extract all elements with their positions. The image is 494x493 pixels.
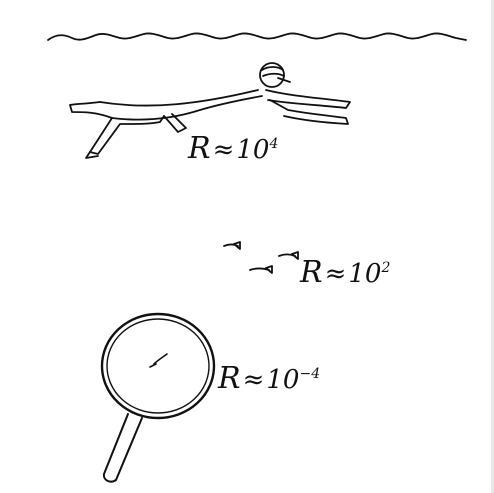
approx-sign: ≈ xyxy=(212,135,235,165)
swimmer-leg-lower xyxy=(89,115,165,155)
power-exponent: 2 xyxy=(381,260,391,276)
water-surface-line xyxy=(47,32,467,41)
swimmer-arm xyxy=(265,89,351,109)
swimmer-belly xyxy=(111,95,263,121)
fish-school xyxy=(223,241,299,274)
approx-sign: ≈ xyxy=(324,259,347,289)
magnifying-glass xyxy=(100,312,216,483)
swimmer-figure xyxy=(69,62,351,159)
power-exponent: −4 xyxy=(299,366,321,382)
reynolds-symbol: R xyxy=(218,361,241,396)
reynolds-label-microbe: R≈10−4 xyxy=(218,364,320,394)
magnifier-lens-inner xyxy=(106,318,210,414)
reynolds-symbol: R xyxy=(188,131,211,166)
fish-3 xyxy=(278,251,299,260)
magnifier-handle xyxy=(102,413,143,483)
microorganism xyxy=(149,353,168,368)
power-exponent: 4 xyxy=(269,136,279,152)
fish-2 xyxy=(249,265,273,274)
power-base: 10 xyxy=(266,365,300,395)
power-base: 10 xyxy=(236,135,270,165)
swimmer-leg-upper xyxy=(69,101,113,119)
magnifier-lens-outer xyxy=(100,312,216,420)
swimmer-back xyxy=(99,89,259,107)
page-edge xyxy=(491,0,494,493)
reynolds-label-swimmer: R≈104 xyxy=(188,134,278,164)
approx-sign: ≈ xyxy=(242,365,265,395)
power-base: 10 xyxy=(348,259,382,289)
reynolds-label-fish: R≈102 xyxy=(300,258,390,288)
fish-1 xyxy=(223,241,241,250)
reynolds-symbol: R xyxy=(300,255,323,290)
